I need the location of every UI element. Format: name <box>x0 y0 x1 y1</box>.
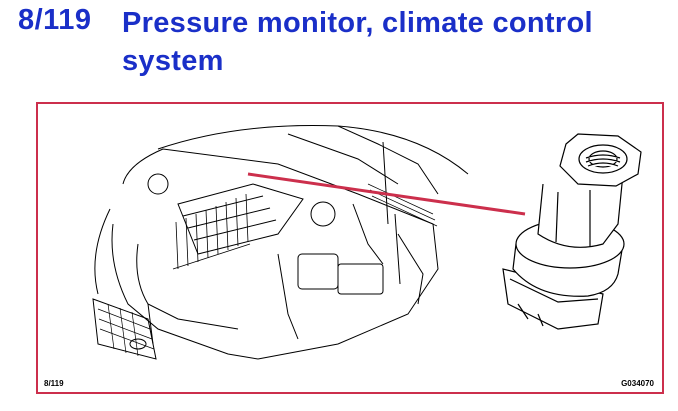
page-title: Pressure monitor, climate control system <box>122 7 593 77</box>
page-number: 8/119 <box>18 4 92 36</box>
pressure-sensor-drawing <box>502 133 642 330</box>
engine-bay-illustration <box>92 124 642 360</box>
pointer-line <box>247 172 526 216</box>
figure-frame: 8/119 G034070 <box>36 102 664 394</box>
figure-image-code: G034070 <box>621 379 654 388</box>
figure-page-ref: 8/119 <box>44 379 64 388</box>
